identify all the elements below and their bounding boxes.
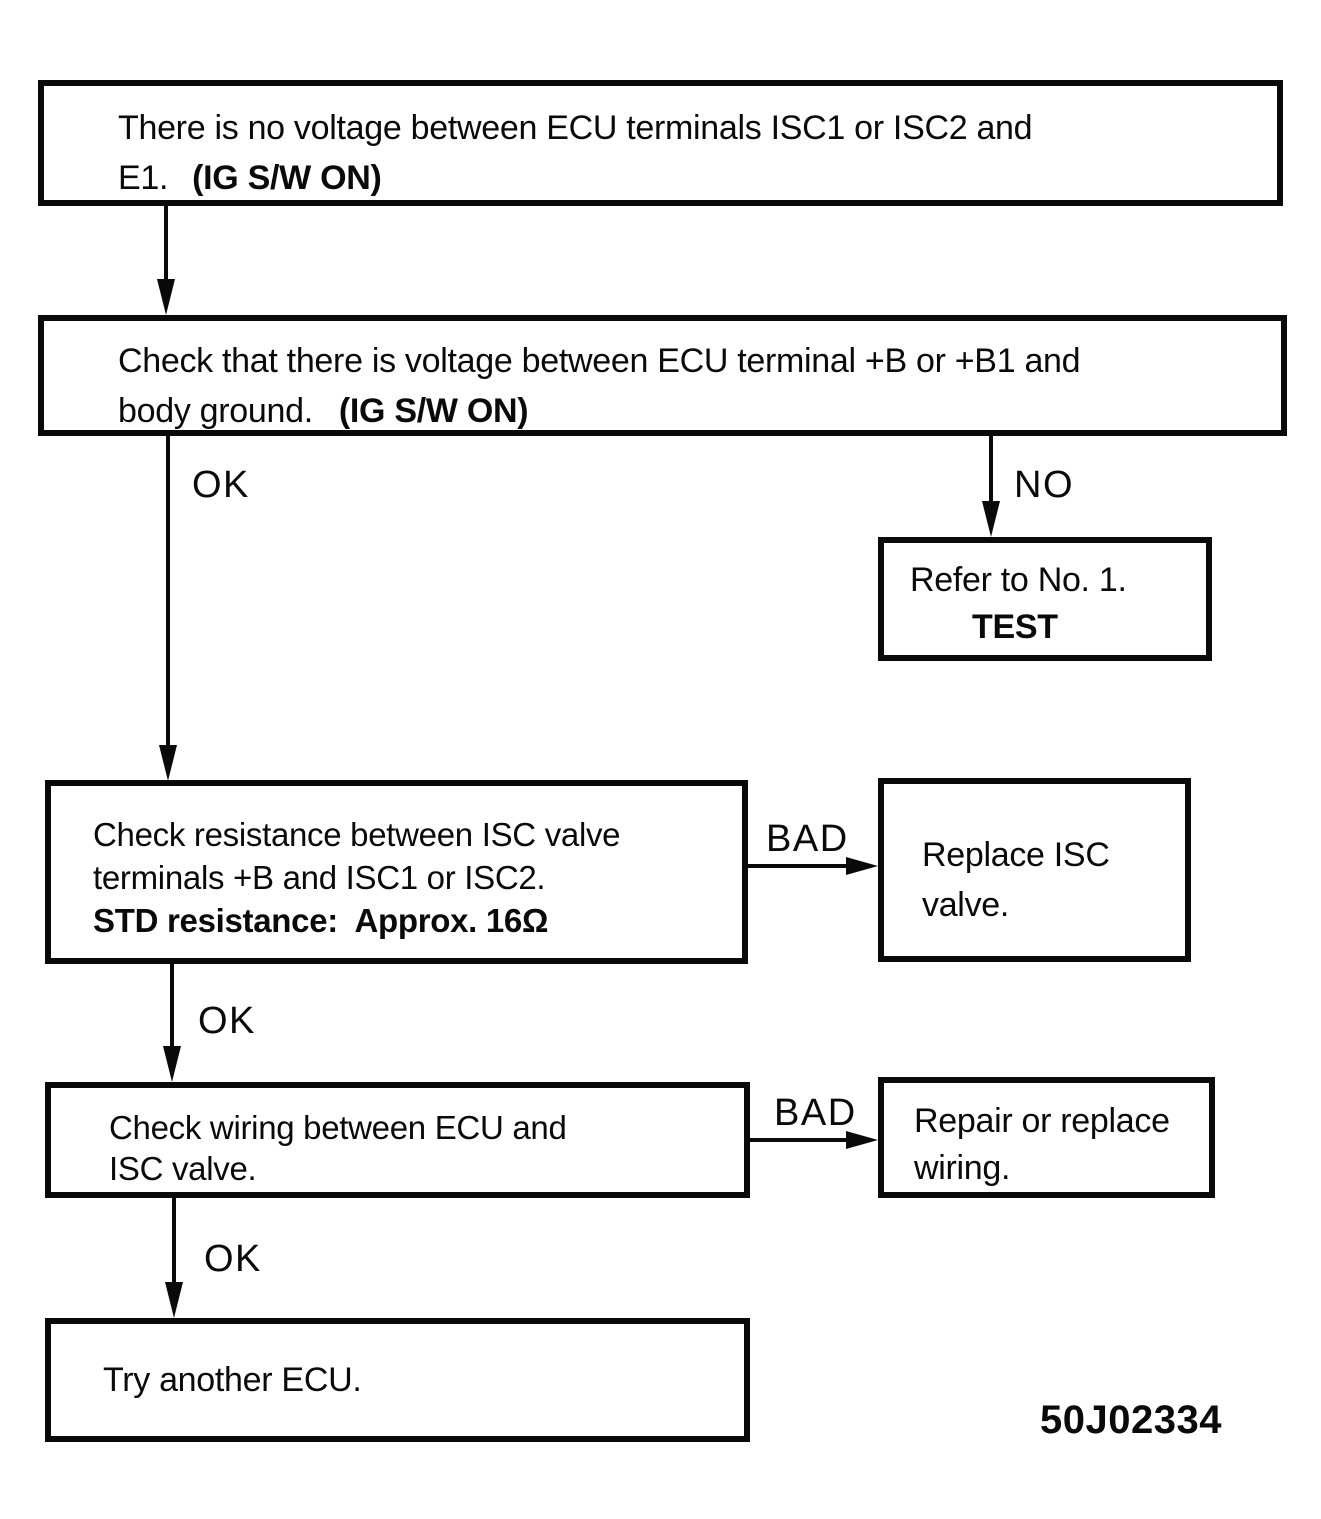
- box2-line1: Check that there is voltage between ECU …: [118, 342, 1081, 380]
- box4-line1: Check wiring between ECU and: [109, 1109, 567, 1146]
- flow-box-check-voltage: Check that there is voltage between ECU …: [38, 315, 1287, 436]
- box1-line2: E1.(IG S/W ON): [118, 159, 382, 197]
- label-ok-3: OK: [204, 1238, 262, 1280]
- connector-box3-ok-line: [170, 964, 174, 1048]
- refer-line2-test: TEST: [972, 608, 1058, 646]
- connector-box2-no-line: [989, 436, 993, 504]
- label-ok-2: OK: [198, 1000, 256, 1042]
- box1-line1: There is no voltage between ECU terminal…: [118, 109, 1033, 147]
- connector-box2-ok-line: [166, 436, 170, 746]
- label-ok-1: OK: [192, 464, 250, 506]
- box2-ig-sw-on: (IG S/W ON): [338, 392, 529, 430]
- label-bad-1: BAD: [766, 818, 849, 860]
- replace-line1: Replace ISC: [922, 836, 1110, 874]
- connector-box4-bad-line: [750, 1138, 848, 1142]
- box3-line2: terminals +B and ISC1 or ISC2.: [93, 859, 546, 896]
- label-no: NO: [1014, 464, 1074, 506]
- flow-box-repair-wiring: Repair or replace wiring.: [878, 1077, 1215, 1198]
- flow-box-refer-test: Refer to No. 1. TEST: [878, 537, 1212, 661]
- replace-line2: valve.: [922, 886, 1010, 924]
- connector-box4-ok-line: [172, 1198, 176, 1284]
- box3-line1: Check resistance between ISC valve: [93, 816, 621, 853]
- connector-box3-bad-arrowhead: [846, 857, 878, 875]
- refer-line1: Refer to No. 1.: [910, 561, 1127, 599]
- connector-box1-to-box2-line: [164, 206, 168, 282]
- figure-code: 50J02334: [1040, 1398, 1222, 1442]
- flow-box-check-resistance: Check resistance between ISC valve termi…: [45, 780, 748, 964]
- flow-box-check-wiring: Check wiring between ECU and ISC valve.: [45, 1082, 750, 1198]
- label-bad-2: BAD: [774, 1092, 857, 1134]
- repair-line2: wiring.: [914, 1149, 1011, 1187]
- box5-line1: Try another ECU.: [103, 1360, 362, 1399]
- flow-box-no-voltage-isc: There is no voltage between ECU terminal…: [38, 80, 1283, 206]
- connector-box3-ok-arrowhead: [163, 1046, 181, 1082]
- box2-line2: body ground.(IG S/W ON): [118, 392, 529, 430]
- flow-box-replace-isc-valve: Replace ISC valve.: [878, 778, 1191, 962]
- connector-box2-ok-arrowhead: [159, 745, 177, 781]
- connector-box4-ok-arrowhead: [165, 1282, 183, 1318]
- flow-box-try-another-ecu: Try another ECU.: [45, 1318, 750, 1442]
- repair-line1: Repair or replace: [914, 1102, 1170, 1140]
- box4-line2: ISC valve.: [109, 1150, 257, 1187]
- box3-std-resistance: STD resistance: Approx. 16Ω: [93, 902, 549, 939]
- connector-box4-bad-arrowhead: [846, 1131, 878, 1149]
- connector-box1-to-box2-arrowhead: [157, 279, 175, 315]
- connector-box3-bad-line: [748, 864, 848, 868]
- box1-ig-sw-on: (IG S/W ON): [192, 159, 382, 197]
- connector-box2-no-arrowhead: [982, 501, 1000, 537]
